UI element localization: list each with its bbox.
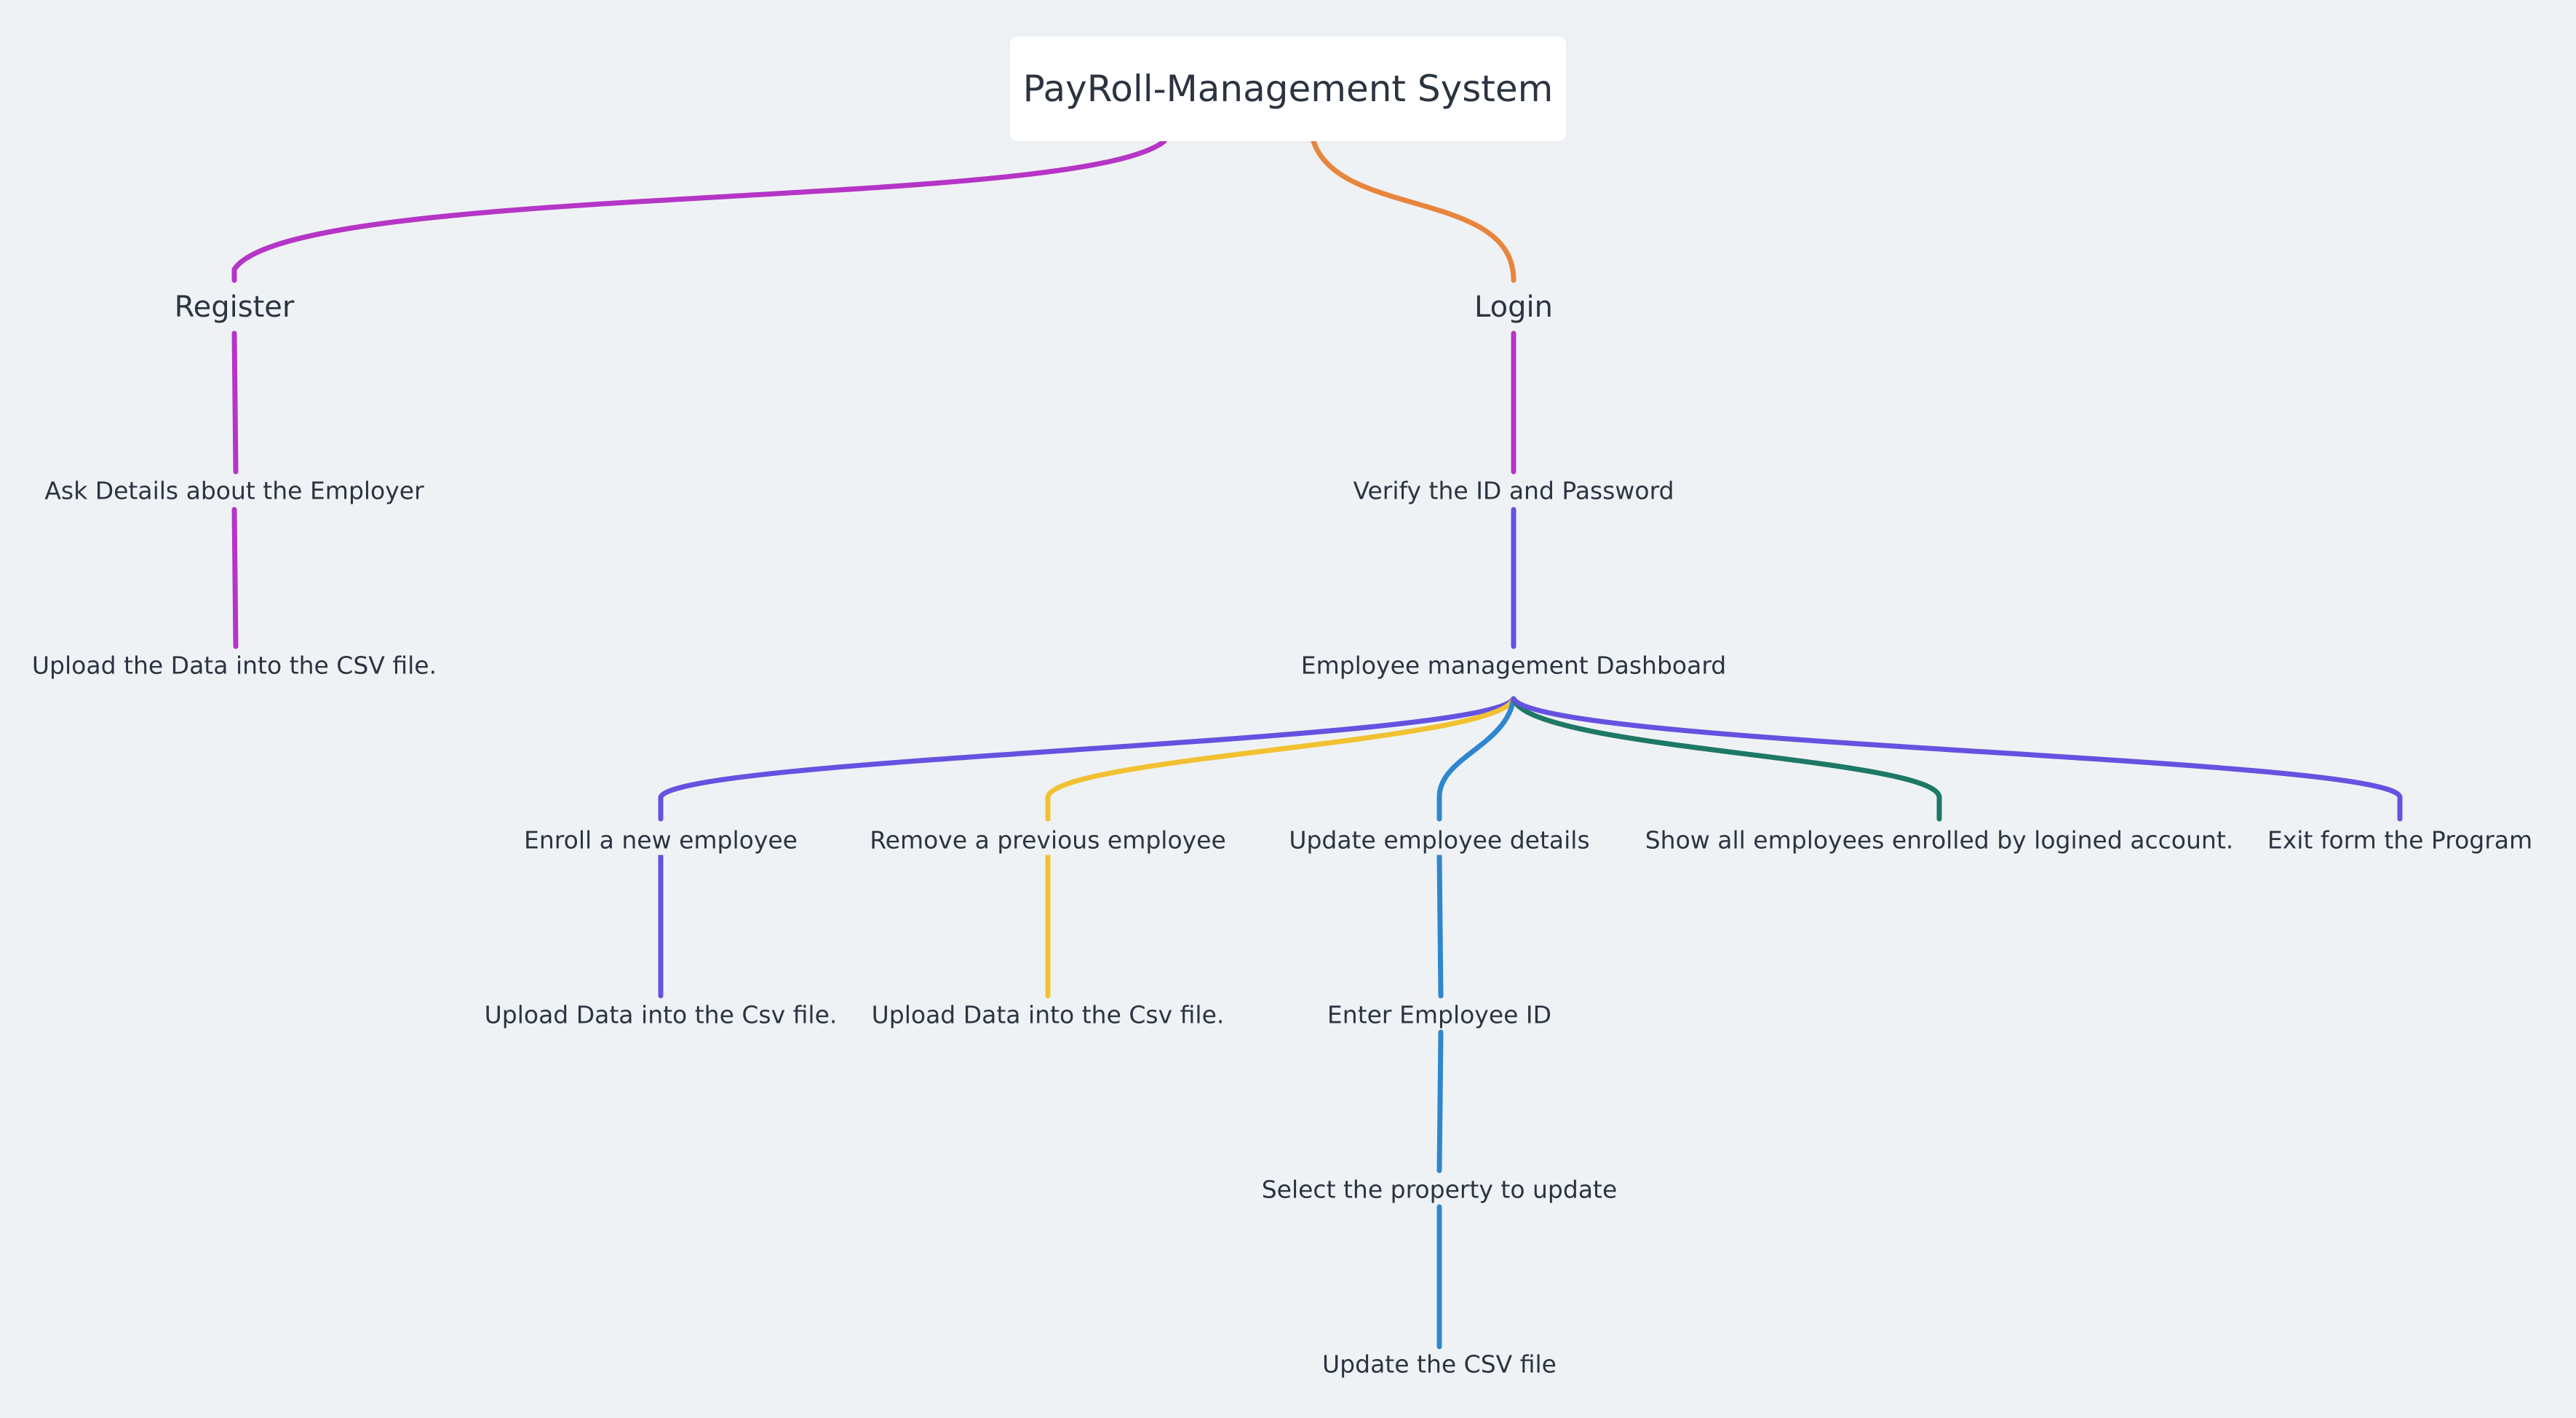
connector-update-enterid — [1436, 852, 1444, 999]
node-upload-csv[interactable]: Upload the Data into the CSV file. — [27, 650, 442, 681]
connector-register-ask — [231, 330, 239, 475]
connector-dashboard-remove — [1045, 696, 1516, 822]
node-exit[interactable]: Exit form the Program — [2262, 825, 2537, 855]
connector-root-register — [231, 138, 1167, 283]
root-title: PayRoll-Management System — [1022, 68, 1554, 110]
root-node[interactable]: PayRoll-Management System — [1010, 36, 1566, 141]
node-update[interactable]: Update employee details — [1284, 825, 1594, 855]
node-login[interactable]: Login — [1470, 290, 1557, 325]
node-update-csv[interactable]: Update the CSV file — [1318, 1349, 1561, 1379]
node-register[interactable]: Register — [170, 290, 299, 325]
node-remove[interactable]: Remove a previous employee — [865, 825, 1231, 855]
connector-dashboard-update — [1436, 696, 1516, 822]
connector-ask-upload — [231, 507, 239, 649]
node-remove-upload[interactable]: Upload Data into the Csv file. — [867, 999, 1229, 1030]
node-dashboard[interactable]: Employee management Dashboard — [1296, 650, 1731, 681]
connector-root-login — [1311, 138, 1516, 283]
connector-dashboard-enroll — [658, 696, 1516, 822]
connector-dashboard-showall — [1511, 696, 1942, 822]
node-show-all[interactable]: Show all employees enrolled by logined a… — [1640, 825, 2238, 855]
connector-enterid-select — [1436, 1029, 1444, 1173]
node-verify[interactable]: Verify the ID and Password — [1348, 475, 1679, 506]
connector-dashboard-exit — [1511, 696, 2403, 822]
node-enter-id[interactable]: Enter Employee ID — [1322, 999, 1557, 1030]
node-ask-details[interactable]: Ask Details about the Employer — [40, 475, 429, 506]
node-enroll[interactable]: Enroll a new employee — [520, 825, 802, 855]
node-enroll-upload[interactable]: Upload Data into the Csv file. — [480, 999, 842, 1030]
node-select-property[interactable]: Select the property to update — [1257, 1174, 1622, 1205]
